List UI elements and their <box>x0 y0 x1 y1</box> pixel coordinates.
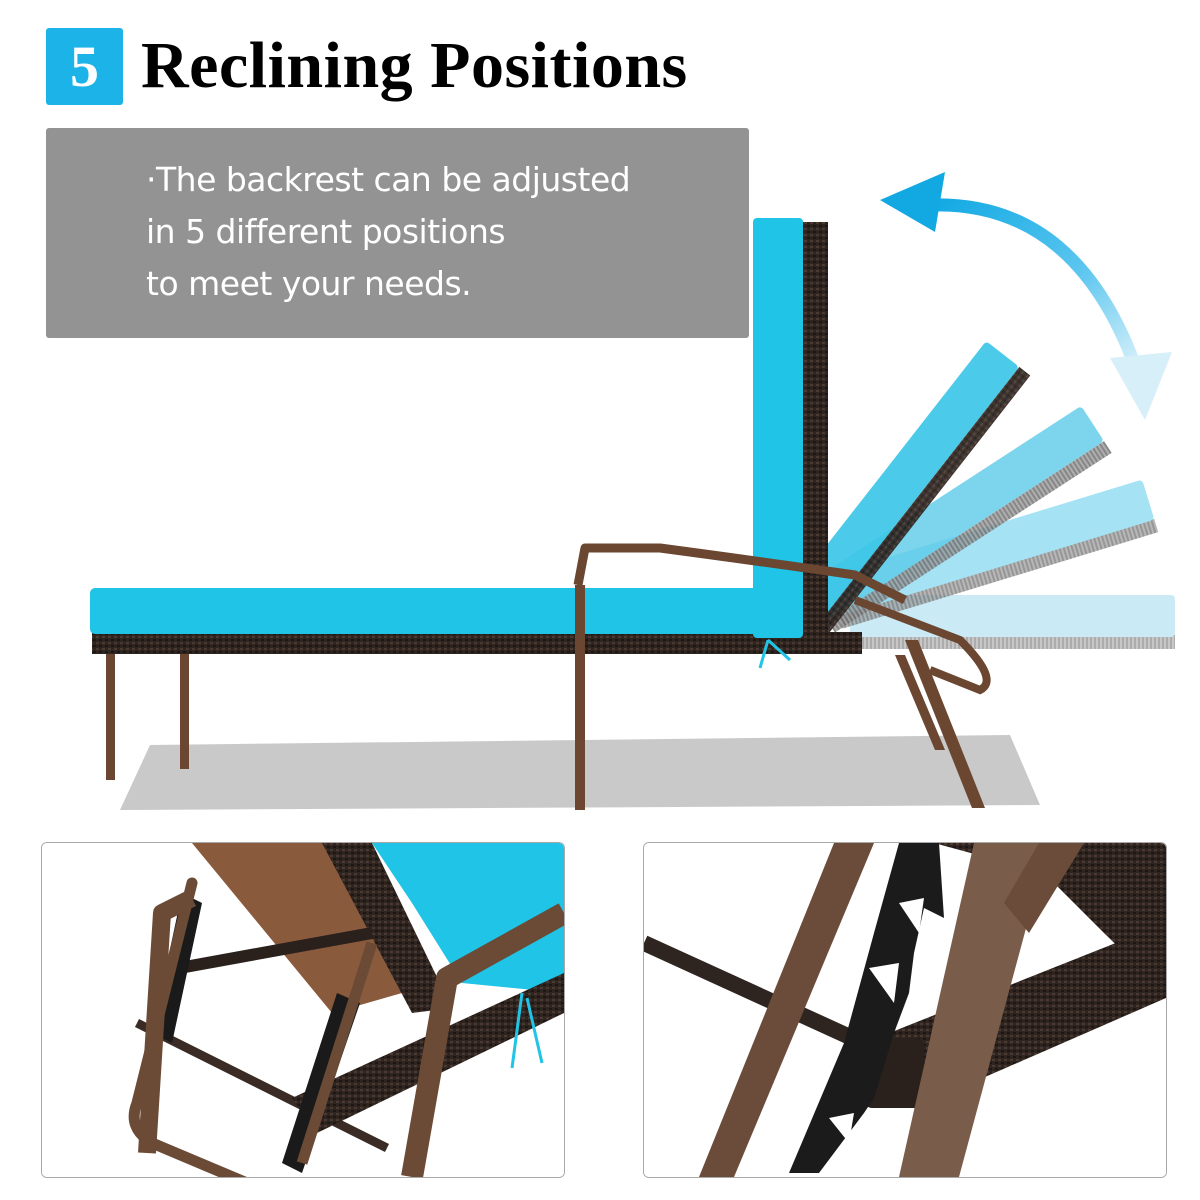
page-heading: 5 Reclining Positions <box>46 27 688 105</box>
chair-legs <box>106 585 985 810</box>
description-box: ·The backrest can be adjusted in 5 diffe… <box>46 128 749 338</box>
description-line-1: ·The backrest can be adjusted <box>146 160 631 199</box>
backrest-bracket-closeup <box>42 843 564 1177</box>
hero-chair-illustration <box>90 172 1175 810</box>
seat-wicker-frame <box>92 632 862 654</box>
adjustment-handle <box>853 596 991 695</box>
seat-cushion <box>90 588 760 634</box>
backrest-position-2 <box>784 342 1031 636</box>
armrest <box>573 543 908 605</box>
description-line-2: in 5 different positions <box>146 212 506 251</box>
detail-image-bracket <box>41 842 565 1178</box>
backrest-wicker <box>800 222 828 642</box>
backrest-cushion <box>753 218 803 638</box>
number-badge: 5 <box>46 27 123 105</box>
cushion-tie <box>758 638 792 669</box>
notched-bracket-closeup <box>644 843 1166 1177</box>
description-line-3: to meet your needs. <box>146 264 472 303</box>
recline-arrow-icon <box>880 172 1172 420</box>
detail-image-notches <box>643 842 1167 1178</box>
page-title: Reclining Positions <box>141 29 688 102</box>
